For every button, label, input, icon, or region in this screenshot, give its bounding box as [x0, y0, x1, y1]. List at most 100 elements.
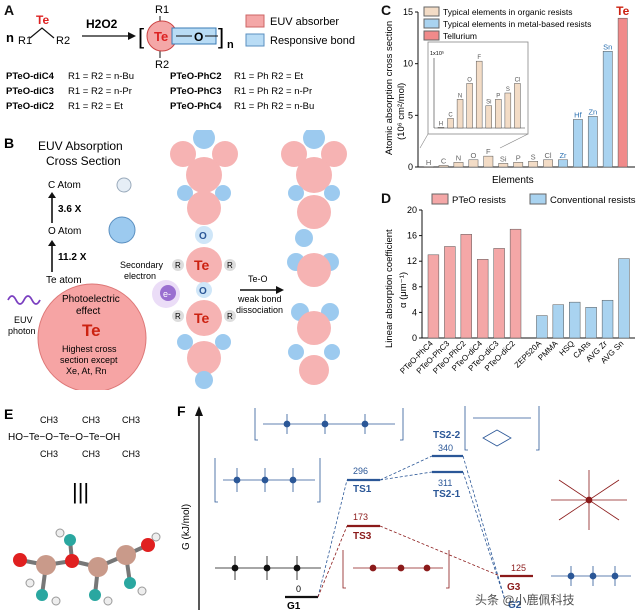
compound-sub: R1 = Ph R2 = n-Bu [234, 101, 314, 112]
c-bar-Hf [573, 119, 583, 168]
d-bar-AVG Zr [601, 299, 614, 339]
d-bar-PTeO-diC4 [477, 259, 489, 339]
d-bar-AVG Sn [618, 258, 630, 339]
legend-tellurium: Tellurium [443, 31, 477, 41]
ball-and-stick-model [13, 528, 161, 606]
c-bar-label-Si: Si [500, 154, 507, 163]
te-big-sphere [37, 283, 147, 390]
d-bar-PTeO-diC2 [509, 228, 522, 339]
name-ts2-1: TS2-1 [433, 489, 461, 500]
te-big-label: Te [82, 321, 101, 340]
r1-product: R1 [155, 4, 169, 16]
r-chain-1: R [175, 261, 181, 270]
name-ts3: TS3 [353, 531, 372, 542]
panel-a-label: A [4, 2, 15, 18]
d-ylabel-1: Linear absorption coefficient [384, 229, 395, 348]
reactant-bonds [29, 27, 55, 39]
inset-bar-label-F: F [477, 55, 481, 61]
c-bar-O [468, 159, 479, 168]
c-ytick-label: 0 [408, 162, 413, 172]
compound-sub: R1 = R2 = Et [68, 101, 123, 112]
inset-bar-label-N: N [458, 93, 462, 99]
inset-bar-H [437, 127, 445, 129]
photon-label: photon [8, 326, 36, 336]
inset-bar-S [504, 92, 512, 129]
value-ts2-2: 340 [438, 443, 453, 453]
legend-metal: Typical elements in metal-based resists [443, 19, 591, 29]
te-chain-1: Te [194, 257, 210, 273]
equiv-symbol: ||| [72, 479, 89, 504]
compound-sub: R1 = Ph R2 = n-Pr [234, 86, 312, 97]
c-bar-C [438, 165, 449, 168]
photoelectric-label: Photoelectric [62, 294, 120, 305]
c-atom-label: C Atom [48, 180, 81, 191]
watermark: 头条 @小鹿佩科技 [475, 592, 575, 607]
c-bar-label-P: P [516, 153, 521, 162]
c-bar-H [423, 166, 434, 168]
section-except-label: section except [60, 355, 118, 365]
svg-text:CH3: CH3 [40, 415, 58, 425]
value-g1: 0 [296, 584, 301, 594]
c-bar-label-N: N [456, 153, 461, 162]
d-ylabel-2: α (μm⁻¹) [398, 272, 409, 308]
inset-bar-Cl [514, 83, 521, 129]
g1-structure [215, 556, 321, 580]
inset-bar-label-S: S [506, 87, 510, 93]
d-bar-PMMA [552, 304, 564, 339]
c-bar-label-Cl: Cl [545, 151, 552, 160]
r-chain-3: R [175, 312, 181, 321]
c-bar-Sn [602, 51, 613, 168]
panel-f: F G (kJ/mol) 0 G1 296 TS1 340 TS2-2 311 … [177, 403, 631, 612]
svg-text:[: [ [138, 24, 144, 49]
compound-sub: R1 = Ph R2 = Et [234, 71, 304, 82]
c-bar-label-Te: Te [616, 4, 629, 18]
r1-left: R1 [18, 35, 32, 47]
c-bar-F [483, 155, 494, 168]
inset-bar-Si [485, 105, 492, 129]
panel-a-scheme: n R1 Te R2 H2O2 [ R1 R2 Te O ] n EUV abs… [6, 4, 355, 112]
ratio-11-2: 11.2 X [58, 252, 87, 263]
d-bar-HSQ [569, 301, 581, 339]
n-right: n [227, 39, 234, 51]
electron-sphere [160, 285, 176, 301]
d-ytick-label: 20 [407, 205, 417, 215]
b-title-1: EUV Absorption [38, 139, 123, 153]
compound-name: PTeO-PhC2 [170, 71, 222, 82]
panel-f-label: F [177, 403, 186, 419]
ts2-2-structure [254, 408, 404, 441]
svg-text:CH3: CH3 [40, 449, 58, 459]
inset-bar-N [456, 99, 464, 129]
energy-diagram: 0 G1 296 TS1 340 TS2-2 311 TS2-1 173 TS3… [285, 430, 533, 612]
c-ytick-label: 10 [403, 59, 413, 69]
name-g2: G2 [508, 600, 522, 611]
c-bar-Zr [558, 159, 568, 168]
svg-text:CH3: CH3 [82, 415, 100, 425]
electron-symbol: e- [163, 289, 171, 299]
name-ts1: TS1 [353, 484, 372, 495]
panel-e: E CH3 CH3 CH3 HO−Te−O−Te−O−Te−OH CH3 CH3… [4, 406, 161, 606]
secondary-label: Secondary [120, 260, 164, 270]
c-bar-label-H: H [426, 158, 431, 167]
c-bar-Te [617, 17, 628, 168]
legend-euv-absorber: EUV absorber [270, 16, 339, 28]
compound-name: PTeO-diC4 [6, 71, 55, 82]
o-atom-sphere [108, 216, 136, 244]
compound-name: PTeO-PhC3 [170, 86, 222, 97]
inset-bar-C [447, 118, 454, 129]
dissociation-label: dissociation [236, 305, 283, 315]
compound-name: PTeO-diC3 [6, 86, 54, 97]
c-bar-P [513, 162, 524, 168]
c-xlabel: Elements [492, 175, 534, 185]
d-ytick-label: 12 [407, 256, 417, 266]
te-atom-label: Te atom [46, 275, 82, 286]
panel-d-label: D [381, 190, 392, 206]
c-bar-label-Hf: Hf [574, 110, 582, 119]
d-ytick-label: 0 [412, 333, 417, 343]
d-bar-PTeO-PhC2 [460, 234, 472, 339]
r2-left: R2 [56, 35, 70, 47]
te-reactant: Te [36, 13, 49, 27]
compound-sub: R1 = R2 = n-Bu [68, 71, 134, 82]
o-chain-2: O [199, 286, 207, 297]
value-ts2-1: 311 [438, 478, 452, 488]
highest-cross-label: Highest cross [62, 344, 117, 354]
